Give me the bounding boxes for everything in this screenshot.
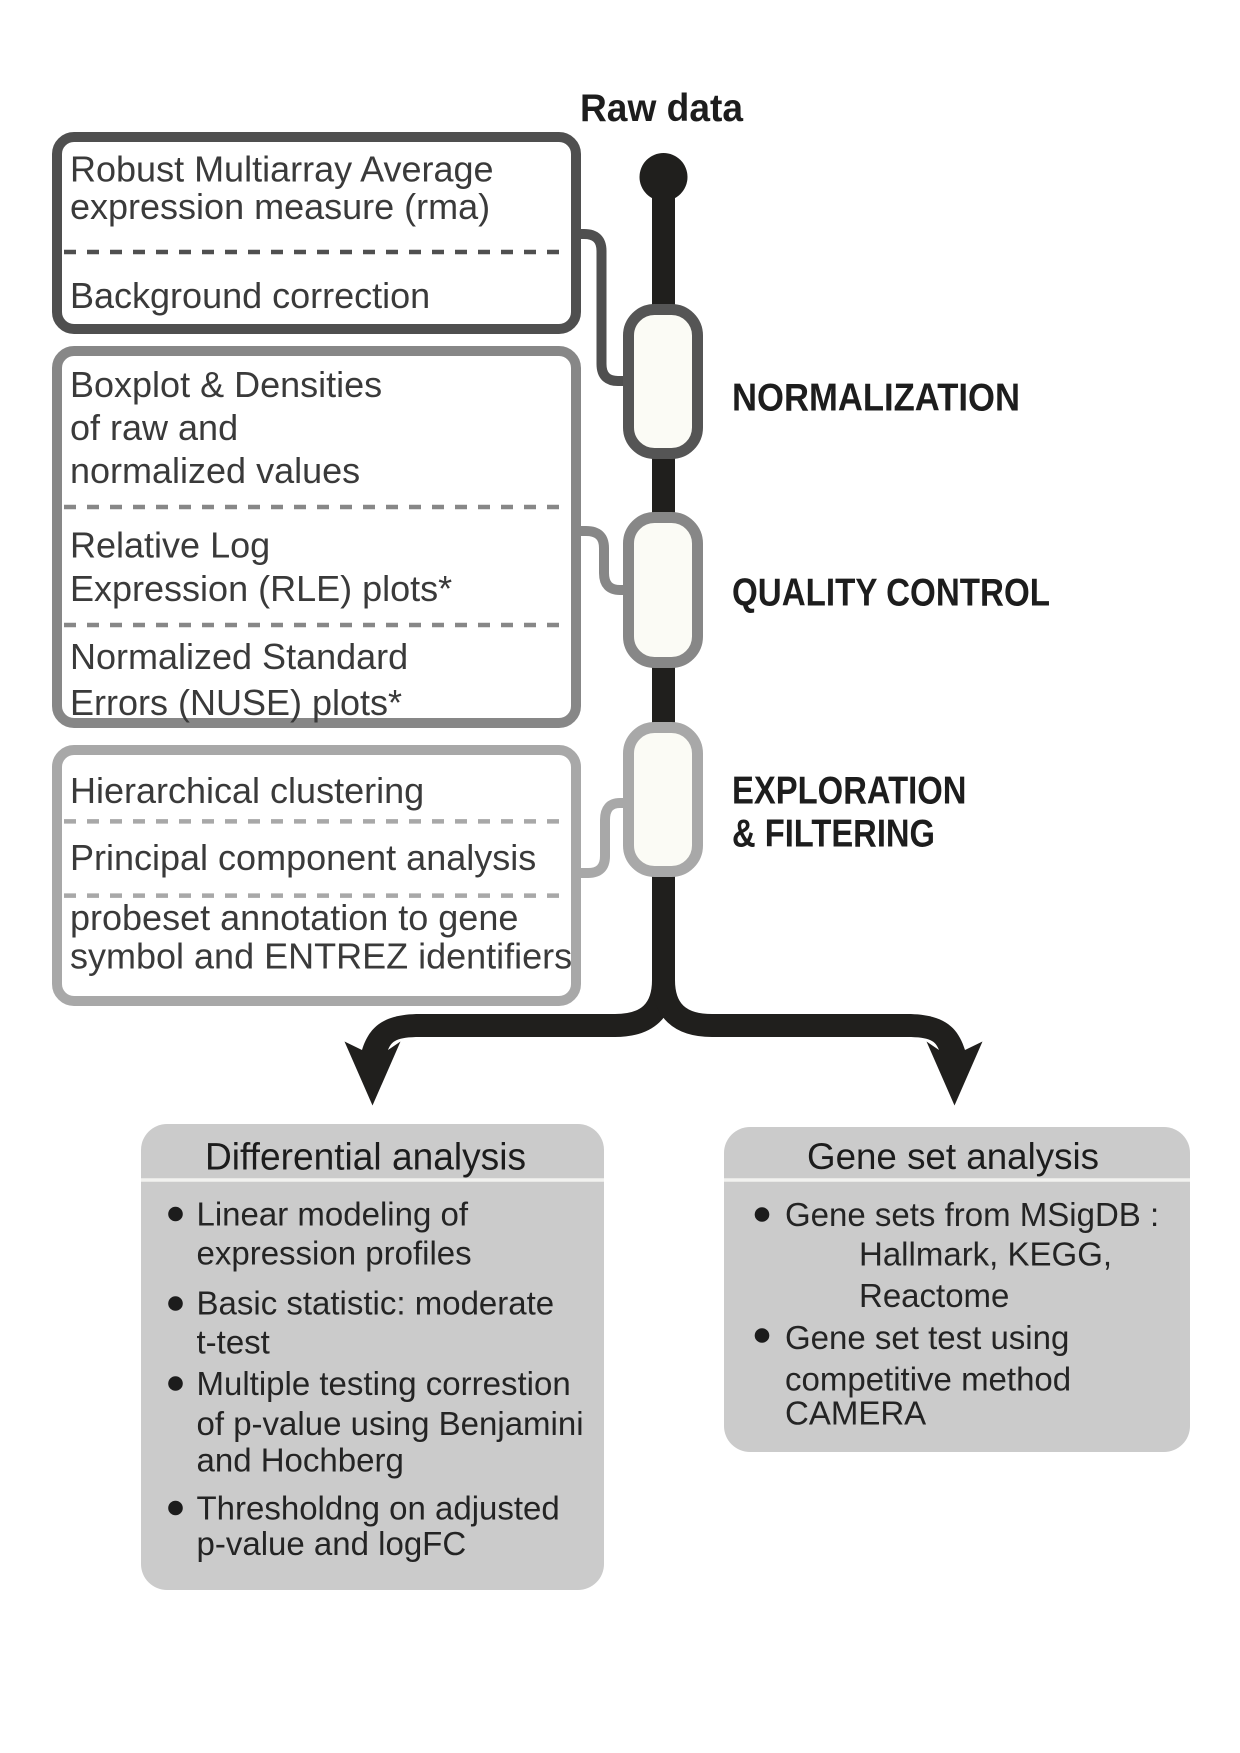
svg-text:Linear modeling of: Linear modeling of <box>197 1196 469 1233</box>
svg-text:expression measure (rma): expression measure (rma) <box>70 186 490 227</box>
svg-text:Differential analysis: Differential analysis <box>205 1137 526 1179</box>
svg-text:t-test: t-test <box>197 1324 270 1361</box>
svg-text:Basic statistic: moderate: Basic statistic: moderate <box>197 1285 555 1322</box>
svg-text:Raw data: Raw data <box>580 87 744 130</box>
svg-text:Expression (RLE) plots*: Expression (RLE) plots* <box>70 568 452 609</box>
svg-text:Gene sets from MSigDB :: Gene sets from MSigDB : <box>785 1196 1159 1233</box>
svg-text:NORMALIZATION: NORMALIZATION <box>732 377 1020 420</box>
svg-text:competitive method: competitive method <box>785 1361 1071 1398</box>
svg-text:Reactome: Reactome <box>859 1277 1009 1314</box>
svg-text:Errors (NUSE) plots*: Errors (NUSE) plots* <box>70 682 402 723</box>
svg-text:of raw and: of raw and <box>70 407 238 448</box>
svg-text:Principal component analysis: Principal component analysis <box>70 837 536 878</box>
svg-text:expression profiles: expression profiles <box>197 1235 472 1272</box>
svg-text:CAMERA: CAMERA <box>785 1395 926 1432</box>
svg-text:Normalized Standard: Normalized Standard <box>70 636 408 677</box>
svg-text:normalized values: normalized values <box>70 450 360 491</box>
svg-text:p-value and logFC: p-value and logFC <box>197 1525 467 1562</box>
svg-text:Background correction: Background correction <box>70 275 430 316</box>
svg-text:QUALITY CONTROL: QUALITY CONTROL <box>732 572 1050 615</box>
svg-text:Relative Log: Relative Log <box>70 525 270 566</box>
svg-text:Gene set test using: Gene set test using <box>785 1319 1069 1356</box>
svg-text:& FILTERING: & FILTERING <box>732 813 935 856</box>
svg-text:Robust Multiarray Average: Robust Multiarray Average <box>70 149 494 190</box>
svg-text:Hallmark, KEGG,: Hallmark, KEGG, <box>859 1236 1112 1273</box>
svg-text:Hierarchical clustering: Hierarchical clustering <box>70 770 424 811</box>
svg-text:probeset annotation to gene: probeset annotation to gene <box>70 897 518 938</box>
svg-text:symbol and ENTREZ identifiers: symbol and ENTREZ identifiers <box>70 936 572 977</box>
svg-text:and Hochberg: and Hochberg <box>197 1442 404 1479</box>
svg-text:Boxplot & Densities: Boxplot & Densities <box>70 364 382 405</box>
svg-text:Thresholdng on adjusted: Thresholdng on adjusted <box>197 1490 560 1527</box>
svg-text:Gene set analysis: Gene set analysis <box>807 1136 1099 1177</box>
svg-text:of p-value using Benjamini: of p-value using Benjamini <box>197 1405 584 1442</box>
svg-text:Multiple testing correstion: Multiple testing correstion <box>197 1365 571 1402</box>
svg-text:EXPLORATION: EXPLORATION <box>732 770 967 813</box>
